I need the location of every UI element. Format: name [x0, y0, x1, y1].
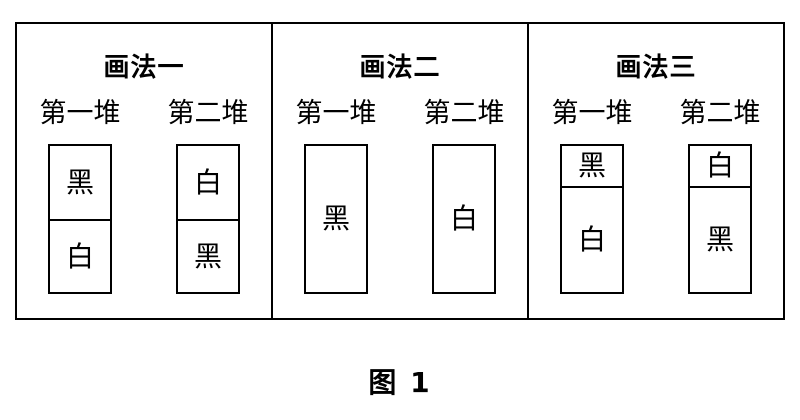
pile-box: 黑 白 — [560, 144, 624, 294]
pile-2: 第二堆 白 黑 — [153, 96, 263, 294]
box-segment-top: 白 — [193, 165, 222, 199]
box-segment-top: 黑 — [65, 165, 94, 199]
box-segment-top: 白 — [705, 149, 734, 182]
pile-label: 第一堆 — [551, 98, 633, 129]
pile-box: 白 — [432, 144, 496, 294]
pile-1: 第一堆 黑 白 — [25, 96, 135, 294]
pile-label: 第二堆 — [167, 98, 249, 129]
panel-method-3: 画法三 第一堆 黑 白 第二堆 白 黑 — [527, 24, 783, 318]
diagram-frame: 画法一 第一堆 黑 白 第二堆 白 黑 画法二 第一堆 黑 第二堆 — [15, 22, 785, 320]
pile-box: 白 黑 — [176, 144, 240, 294]
box-segment-full: 白 — [449, 202, 478, 235]
pile-2: 第二堆 白 黑 — [665, 96, 775, 294]
figure-caption: 图 1 — [368, 366, 432, 399]
box-segment-top: 黑 — [577, 149, 606, 182]
pile-2: 第二堆 白 — [409, 96, 519, 294]
panel-title: 画法三 — [615, 53, 697, 83]
pile-box: 黑 白 — [48, 144, 112, 294]
pile-1: 第一堆 黑 白 — [537, 96, 647, 294]
pile-label: 第二堆 — [679, 98, 761, 129]
pile-label: 第二堆 — [423, 98, 505, 129]
panel-title: 画法一 — [103, 53, 185, 83]
pile-box: 白 黑 — [688, 144, 752, 294]
box-segment-bottom: 黑 — [178, 219, 238, 292]
pile-label: 第一堆 — [39, 98, 121, 129]
box-segment-bottom: 白 — [562, 186, 622, 292]
pile-box: 黑 — [304, 144, 368, 294]
panel-method-2: 画法二 第一堆 黑 第二堆 白 — [271, 24, 527, 318]
pile-1: 第一堆 黑 — [281, 96, 391, 294]
pile-label: 第一堆 — [295, 98, 377, 129]
box-segment-bottom: 白 — [50, 219, 110, 292]
box-segment-full: 黑 — [321, 202, 350, 235]
panel-method-1: 画法一 第一堆 黑 白 第二堆 白 黑 — [17, 24, 271, 318]
box-segment-bottom: 黑 — [690, 186, 750, 292]
panel-title: 画法二 — [359, 53, 441, 83]
